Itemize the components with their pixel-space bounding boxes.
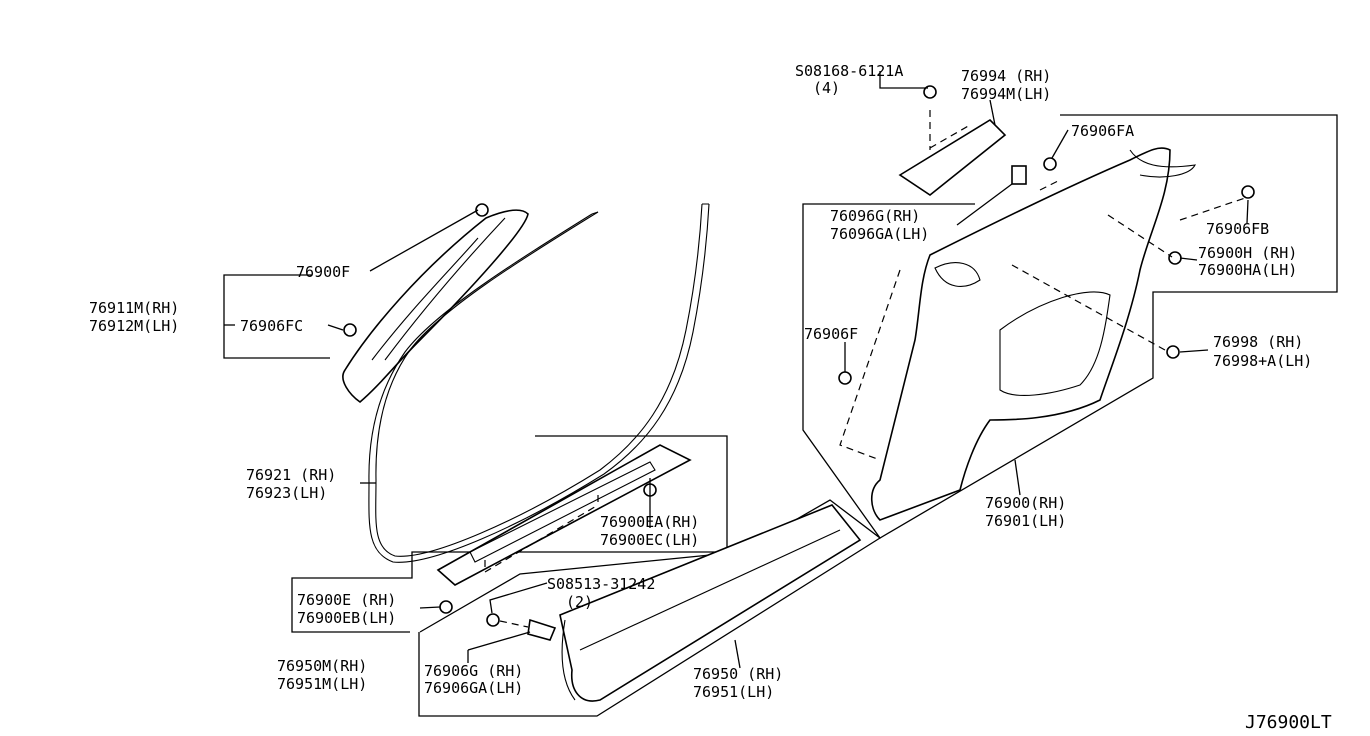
label-s08168-qty: (4)	[813, 79, 840, 97]
label-76923: 76923(LH)	[246, 484, 327, 502]
label-76900eb: 76900EB(LH)	[297, 609, 396, 627]
label-76906f: 76906F	[804, 325, 858, 343]
label-76921: 76921 (RH)	[246, 466, 336, 484]
label-76900ec: 76900EC(LH)	[600, 531, 699, 549]
label-76951: 76951(LH)	[693, 683, 774, 701]
label-76096g: 76096G(RH)	[830, 207, 920, 225]
label-76912m: 76912M(LH)	[89, 317, 179, 335]
label-76951m: 76951M(LH)	[277, 675, 367, 693]
frame-rear-trim	[802, 114, 1338, 539]
label-76906fa: 76906FA	[1071, 122, 1134, 140]
label-s08513-qty: (2)	[566, 593, 593, 611]
a-pillar-trim	[342, 203, 529, 404]
label-76998a: 76998+A(LH)	[1213, 352, 1312, 370]
label-76900f: 76900F	[296, 263, 350, 281]
label-76950: 76950 (RH)	[693, 665, 783, 683]
label-76906fb: 76906FB	[1206, 220, 1269, 238]
label-76906g: 76906G (RH)	[424, 662, 523, 680]
label-s08513: S08513-31242	[547, 575, 655, 593]
label-76900: 76900(RH)	[985, 494, 1066, 512]
label-76900h: 76900H (RH)	[1198, 244, 1297, 262]
label-76900e: 76900E (RH)	[297, 591, 396, 609]
label-76906ga: 76906GA(LH)	[424, 679, 523, 697]
label-76998: 76998 (RH)	[1213, 333, 1303, 351]
frame-sill-outer	[418, 499, 882, 717]
diagram-code: J76900LT	[1245, 712, 1332, 733]
label-76950m: 76950M(RH)	[277, 657, 367, 675]
sill-outer-trim	[439, 504, 862, 702]
label-76994m: 76994M(LH)	[961, 85, 1051, 103]
label-76096ga: 76096GA(LH)	[830, 225, 929, 243]
weatherstrip	[368, 203, 710, 563]
frame-sill-inner	[291, 435, 728, 633]
label-76900ea: 76900EA(RH)	[600, 513, 699, 531]
label-s08168: S08168-6121A	[795, 62, 903, 80]
callout-labels: S08168-6121A (4) 76994 (RH) 76994M(LH) 7…	[89, 62, 1332, 733]
leader-lines	[224, 71, 1249, 669]
rear-side-trim	[838, 85, 1255, 521]
label-76900ha: 76900HA(LH)	[1198, 261, 1297, 279]
label-76994: 76994 (RH)	[961, 67, 1051, 85]
sill-inner-trim	[436, 444, 692, 586]
label-76901: 76901(LH)	[985, 512, 1066, 530]
label-76906fc: 76906FC	[240, 317, 303, 335]
label-76911m: 76911M(RH)	[89, 299, 179, 317]
frame-a-pillar	[223, 274, 330, 359]
